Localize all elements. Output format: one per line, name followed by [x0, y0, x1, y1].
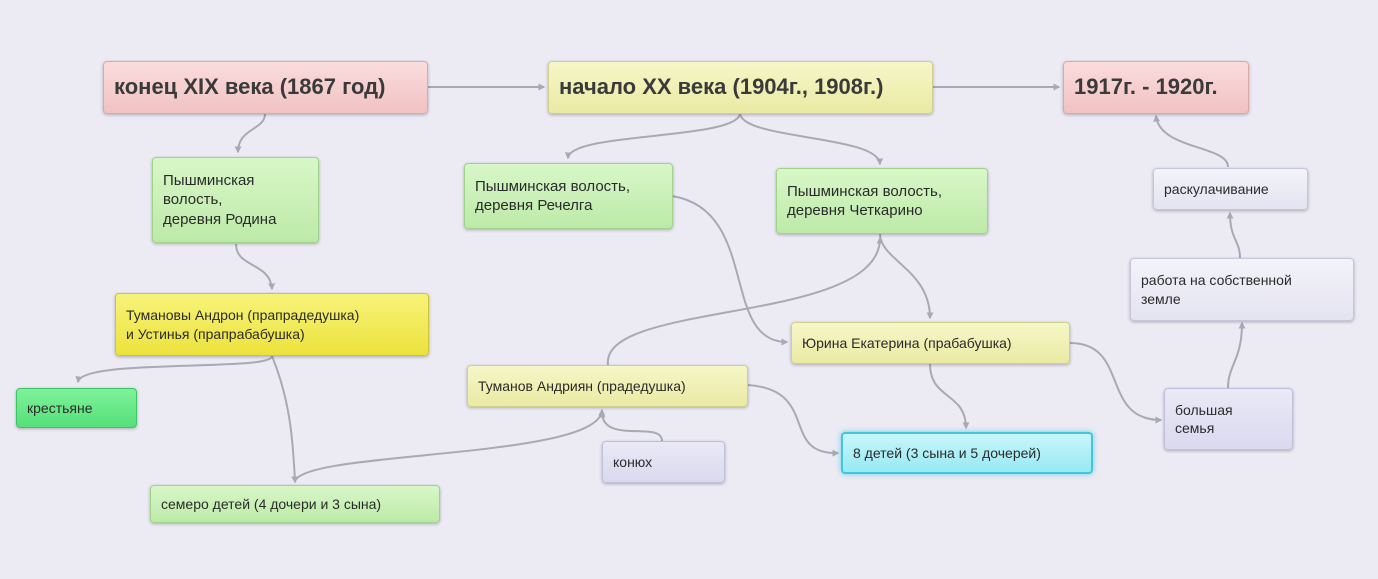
node-1917-1920[interactable]: 1917г. - 1920г.: [1063, 61, 1249, 114]
node-rabota-label: работа на собственной земле: [1141, 272, 1292, 307]
node-rabota[interactable]: работа на собственной земле: [1130, 258, 1354, 321]
node-start-20th-century[interactable]: начало XX века (1904г., 1908г.): [548, 61, 933, 114]
connector-andron-to-krestyane: [75, 355, 273, 384]
node-andriyan[interactable]: Туманов Андриян (прадедушка): [467, 365, 748, 407]
node-village-chetkarino[interactable]: Пышминская волость, деревня Четкарино: [776, 168, 988, 234]
connector-bolshaya-to-rabota: [1227, 321, 1246, 389]
node-semero-detey[interactable]: семеро детей (4 дочери и 3 сына): [150, 485, 440, 523]
node-semero-detey-label: семеро детей (4 дочери и 3 сына): [161, 495, 382, 512]
node-village-rechelga-label: Пышминская волость, деревня Речелга: [475, 177, 631, 215]
node-konyuh-label: конюх: [613, 453, 653, 470]
connector-ekaterina-to-vosem: [929, 363, 970, 430]
connector-ekaterina-to-bolshaya: [1069, 342, 1163, 424]
node-konyuh[interactable]: конюх: [602, 441, 725, 483]
connector-rechelga-to-ekaterina: [671, 195, 789, 346]
connector-1904-to-rechelga: [564, 113, 741, 160]
node-vosem-detey[interactable]: 8 детей (3 сына и 5 дочерей): [841, 432, 1093, 474]
node-1917-1920-label: 1917г. - 1920г.: [1074, 74, 1218, 100]
node-ekaterina[interactable]: Юрина Екатерина (прабабушка): [791, 322, 1070, 364]
connector-andriyan-to-vosem: [747, 384, 840, 457]
node-village-rodina-label: Пышминская волость, деревня Родина: [163, 171, 277, 228]
node-bolshaya-semya[interactable]: большая семья: [1164, 388, 1293, 450]
node-bolshaya-semya-label: большая семья: [1175, 401, 1233, 436]
node-start-20th-century-label: начало XX века (1904г., 1908г.): [559, 74, 884, 100]
node-village-rechelga[interactable]: Пышминская волость, деревня Речелга: [464, 163, 673, 229]
connector-rodina-to-andron: [235, 243, 276, 291]
connector-chetkarino-to-ekaterina: [879, 233, 934, 320]
node-andron-ustinya-label: Тумановы Андрон (прапрадедушка) и Устинь…: [126, 307, 360, 342]
node-andriyan-label: Туманов Андриян (прадедушка): [478, 377, 686, 394]
node-end-19th-century[interactable]: конец XIX века (1867 год): [103, 61, 428, 114]
connector-konyuh-to-andriyan: [598, 410, 663, 442]
node-krestyane[interactable]: крестьяне: [16, 388, 137, 428]
node-andron-ustinya[interactable]: Тумановы Андрон (прапрадедушка) и Устинь…: [115, 293, 429, 356]
node-village-chetkarino-label: Пышминская волость, деревня Четкарино: [787, 182, 943, 220]
connector-1867-to-rodina: [234, 113, 266, 154]
node-vosem-detey-label: 8 детей (3 сына и 5 дочерей): [853, 444, 1041, 461]
node-ekaterina-label: Юрина Екатерина (прабабушка): [802, 334, 1012, 351]
connector-andron-to-semero: [271, 355, 299, 484]
connector-raskulach-to-1917: [1153, 114, 1229, 168]
connector-rabota-to-raskulach: [1226, 211, 1241, 259]
connector-1904-to-chetkarino: [739, 113, 884, 166]
node-krestyane-label: крестьяне: [27, 399, 93, 416]
node-village-rodina[interactable]: Пышминская волость, деревня Родина: [152, 157, 319, 243]
node-end-19th-century-label: конец XIX века (1867 год): [114, 74, 386, 100]
node-raskulachivanie[interactable]: раскулачивание: [1153, 168, 1308, 210]
node-raskulachivanie-label: раскулачивание: [1164, 180, 1269, 197]
connector-semero-to-andriyan: [294, 408, 606, 483]
